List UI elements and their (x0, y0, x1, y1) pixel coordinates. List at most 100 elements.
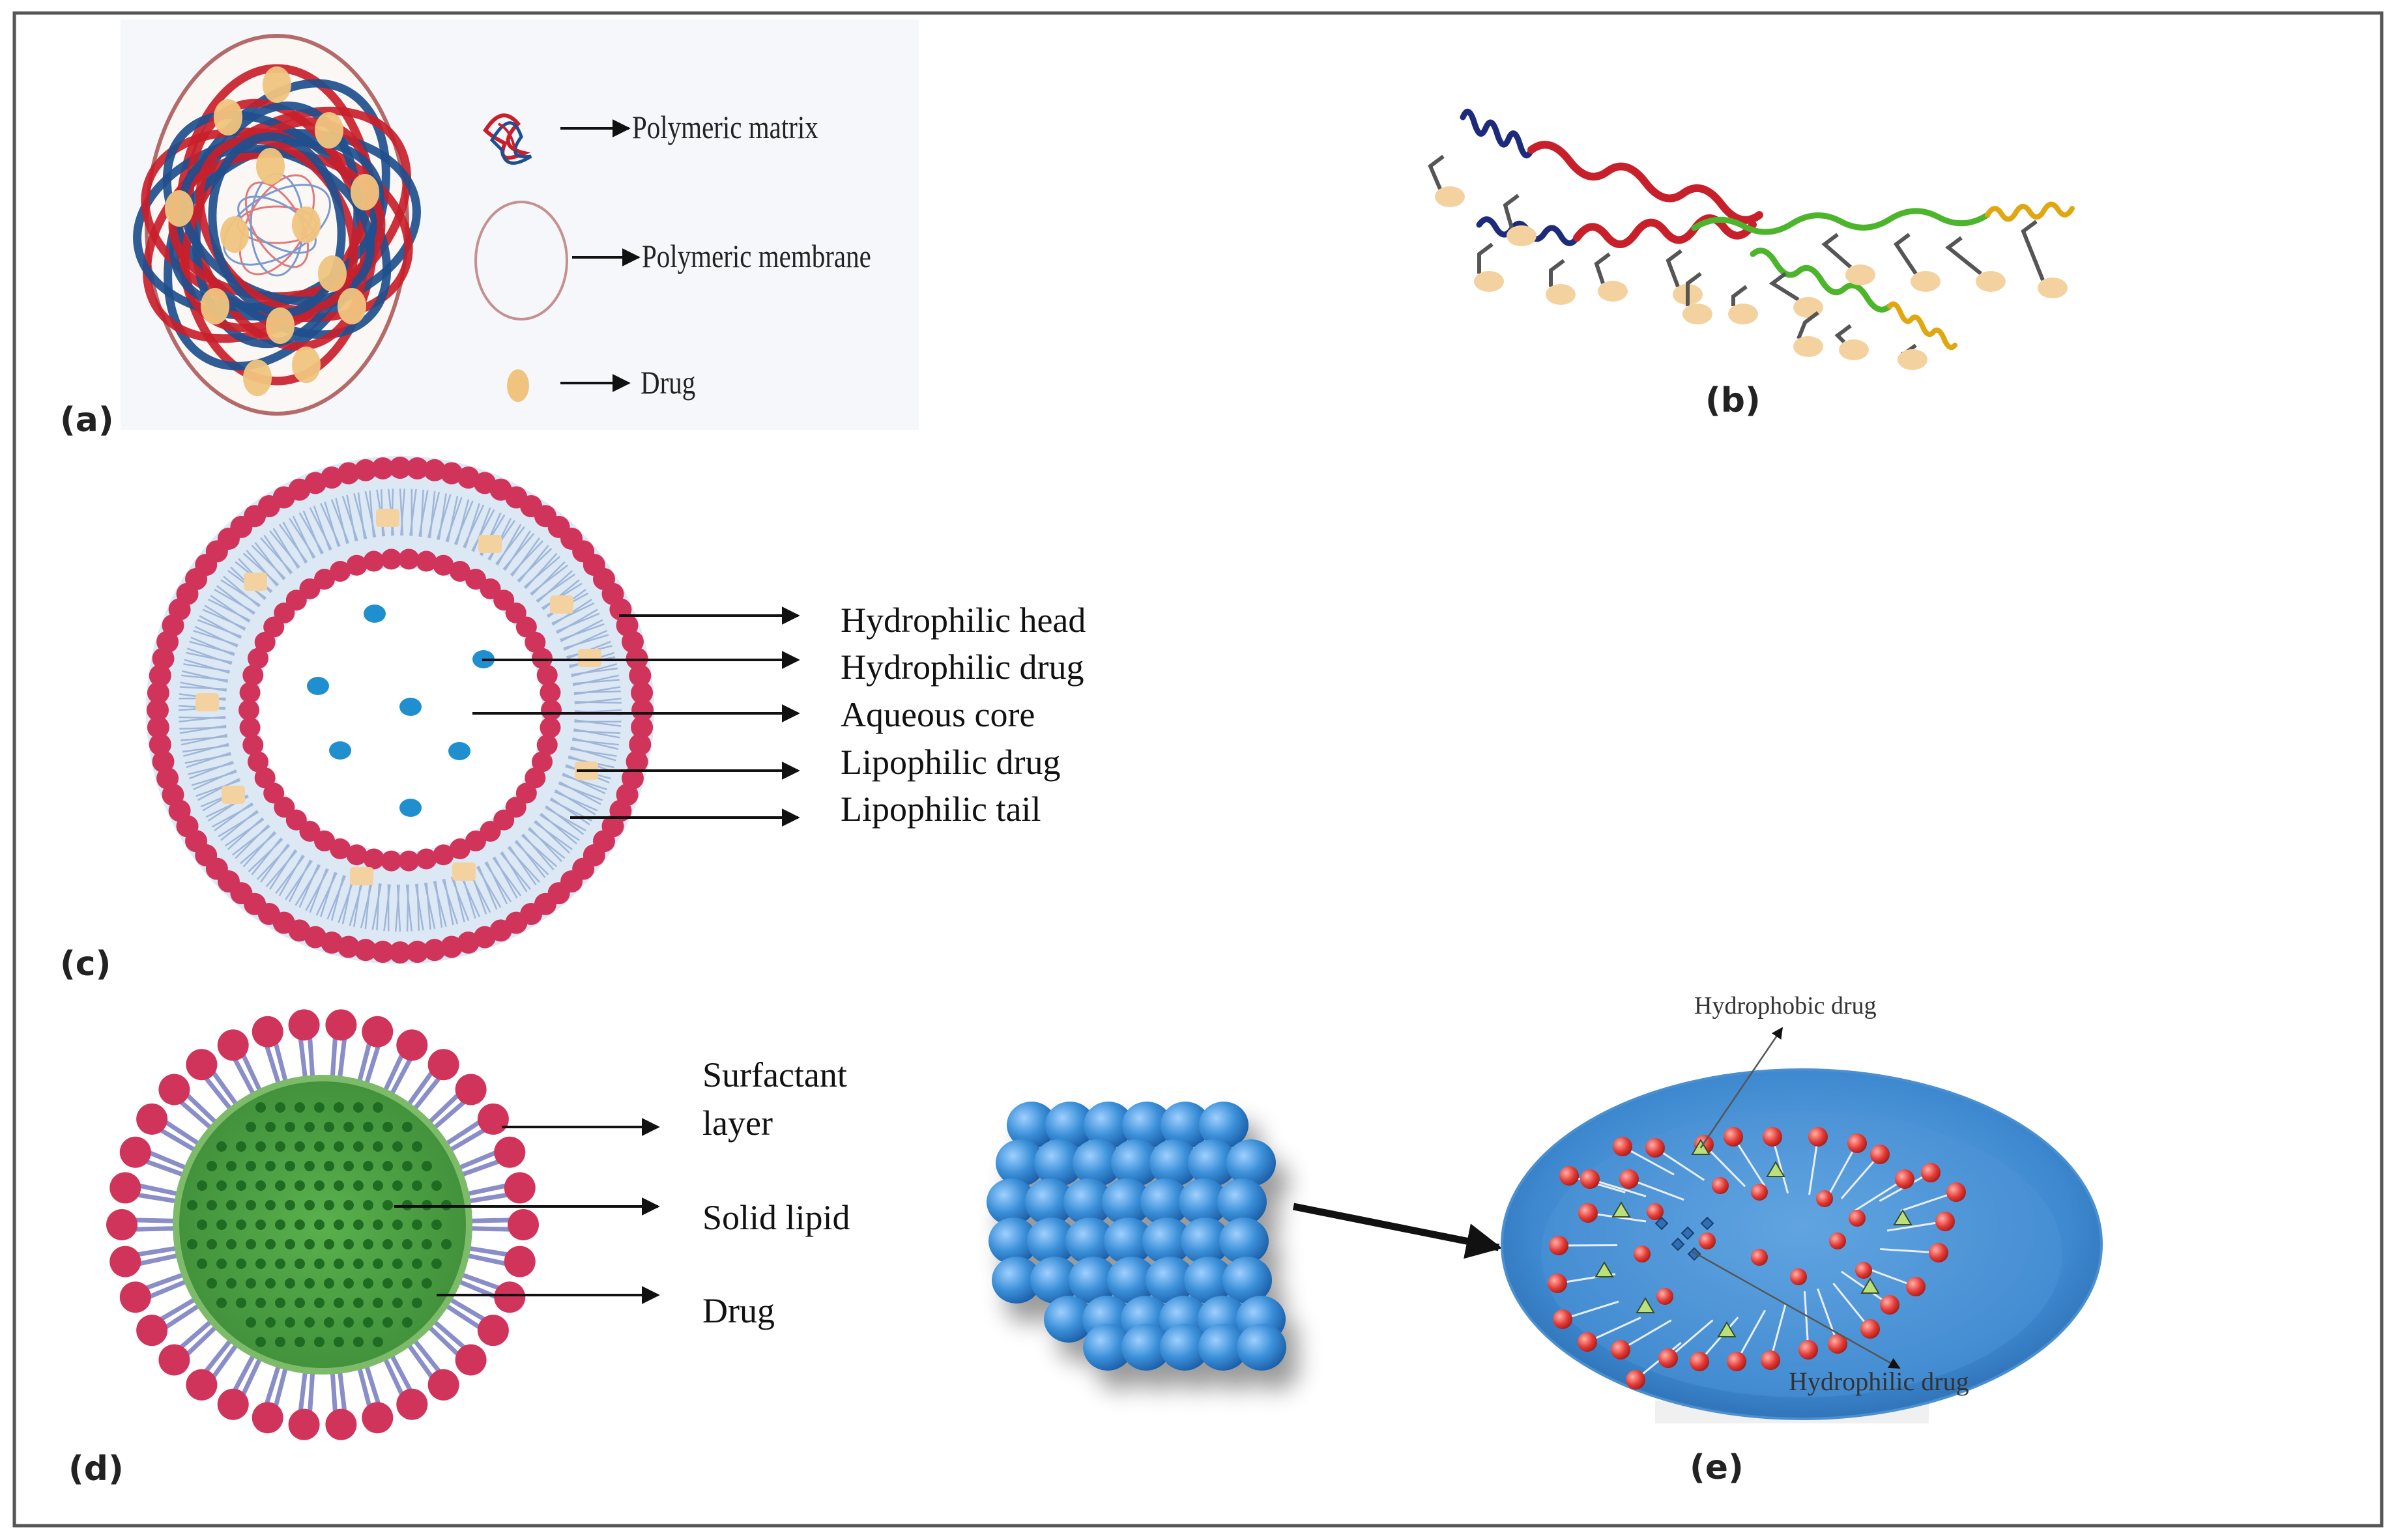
drug-dot (353, 1102, 364, 1113)
lipid-tail (256, 844, 291, 880)
surfactant-tail (183, 1326, 217, 1358)
lipid-head (389, 457, 411, 479)
lipid-head (239, 717, 261, 738)
lipid-head (629, 733, 652, 756)
surfactant-tail (383, 1051, 405, 1091)
lipid-tail (191, 771, 237, 786)
panel-e: Hydrophobic drug Hydrophilic drug (e) (987, 992, 2103, 1487)
lipid-head (363, 848, 384, 870)
lipid-head (147, 699, 169, 721)
drug-particle (256, 148, 285, 184)
lipid-tail (495, 526, 525, 565)
lipid-head (406, 457, 429, 479)
lipid-head (363, 550, 384, 572)
lattice-sphere (1198, 1324, 1248, 1371)
lipid-tail (282, 521, 307, 564)
surfactant-tail (146, 1149, 186, 1170)
surfactant-tail (272, 1367, 288, 1410)
lipid-head (149, 664, 171, 687)
lipid-head (263, 782, 285, 804)
drug-dot (275, 1298, 285, 1308)
lipid-head (536, 734, 558, 756)
pointer-hydrophobic-drug (1699, 1027, 1783, 1148)
lattice-sphere (1104, 1218, 1153, 1264)
drug-dot (207, 1278, 217, 1289)
lipid-head (337, 935, 360, 958)
surfactant-tail (450, 1126, 488, 1152)
surfactant-head-red (1906, 1277, 1926, 1296)
lipid-tail (275, 855, 305, 894)
lipid-tail (360, 882, 373, 928)
lipid-head (354, 459, 377, 481)
drug-dot (265, 1239, 276, 1249)
drug-dot (314, 1298, 325, 1308)
surfactant-head-red (1549, 1236, 1568, 1255)
drug-dot (353, 1337, 364, 1347)
surfactant-chain (1817, 1288, 1839, 1345)
drug-dot (197, 1180, 207, 1191)
lipid-head (631, 699, 654, 721)
drug-dot (402, 1278, 412, 1289)
surfactant-head-red (1727, 1352, 1746, 1371)
lipid-head (423, 459, 446, 481)
chain-segment (1460, 108, 1535, 159)
hydrophilic-drug (1700, 1216, 1714, 1231)
lipid-tail (190, 636, 235, 657)
surfactant-chain (1886, 1220, 1946, 1232)
drug-dot (343, 1122, 354, 1132)
drug-dot (265, 1122, 276, 1132)
lattice-sphere (1084, 1102, 1133, 1148)
hydrophobic-drug (1893, 1209, 1912, 1225)
lipid-tail (573, 728, 620, 739)
surfactant-head-red (1946, 1182, 1966, 1202)
lipid-tail (179, 726, 227, 730)
surfactant-head-red (1829, 1233, 1846, 1249)
lipid-head (398, 850, 420, 872)
panel-a-label: (a) (60, 401, 114, 440)
lipid-tail (515, 840, 546, 878)
surfactant-tail (338, 1035, 347, 1077)
lattice-sphere (1073, 1139, 1122, 1186)
surfactant-head (119, 1281, 151, 1313)
lipid-tail (186, 648, 232, 665)
lipid-tail (572, 679, 620, 685)
lipid-head (346, 554, 368, 576)
drug-dot (382, 1161, 393, 1171)
surfactant-head-red (1613, 1137, 1632, 1156)
lipid-tail (436, 494, 452, 540)
lipid-tail (471, 509, 495, 552)
drug-dot (392, 1180, 403, 1191)
surfactant-head (158, 1344, 190, 1376)
drug-dot (373, 1180, 383, 1191)
lipid-tail (218, 811, 259, 838)
surfactant-tail (469, 1192, 511, 1204)
lattice-sphere (1121, 1324, 1171, 1371)
surfactant-tail (433, 1098, 468, 1130)
surfactant-head (396, 1388, 428, 1420)
surfactant-head-red (1647, 1203, 1664, 1220)
surfactant-head-red (1699, 1233, 1716, 1249)
lattice-sphere (987, 1178, 1036, 1225)
surfactant-tail (136, 1253, 178, 1267)
chain-pendant (1731, 285, 1748, 306)
surfactant-tail (445, 1119, 484, 1146)
surfactant-head (427, 1369, 459, 1401)
polymer-strand (208, 132, 346, 317)
surfactant-chain (1587, 1317, 1641, 1343)
drug-dot (353, 1219, 364, 1230)
surfactant-head-red (1935, 1212, 1955, 1231)
hydrophilic-drugs (307, 605, 495, 817)
lattice-sphere (1063, 1178, 1113, 1225)
lipid-tail (369, 491, 375, 538)
lipid-head (156, 767, 179, 790)
chain-pendant (2021, 220, 2045, 281)
surfactant-tail (470, 1226, 513, 1232)
lipid-tail (572, 737, 618, 750)
lipid-tail (285, 860, 313, 900)
surfactant-tail (162, 1304, 200, 1331)
lattice-sphere (1111, 1139, 1161, 1186)
surfactant-head (508, 1209, 539, 1240)
label-solid-lipid: Solid lipid (702, 1198, 850, 1237)
panel-d: Surfactant layer Solid lipid Drug (d) (68, 1009, 850, 1489)
drug-particle (165, 190, 194, 227)
